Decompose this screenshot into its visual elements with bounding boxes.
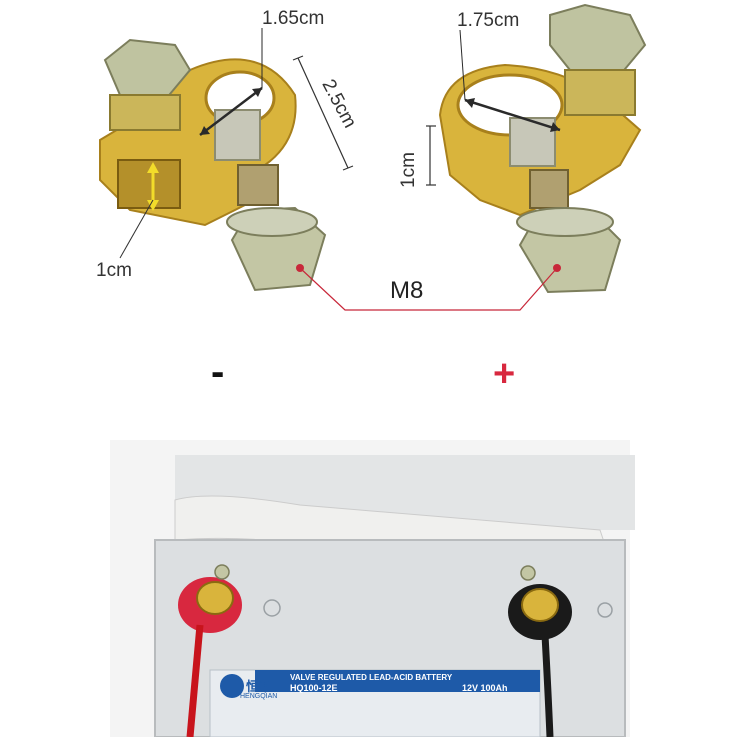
- battery-brand-en: HENGQIAN: [240, 693, 278, 700]
- negative-hole-diameter-label: 1.65cm: [262, 8, 325, 29]
- measurement-lines: [119, 28, 561, 311]
- battery-brand-cn: 恒千: [246, 679, 273, 694]
- battery-rating: 12V 100Ah: [462, 683, 508, 693]
- battery-type-text: VALVE REGULATED LEAD-ACID BATTERY: [290, 673, 453, 682]
- battery: [110, 440, 635, 737]
- bolt-size-label: M8: [390, 277, 424, 304]
- minus-sign: -: [211, 350, 225, 394]
- battery-model: HQ100-12E: [290, 683, 338, 693]
- negative-slot-height-label: 1cm: [96, 260, 132, 281]
- positive-height-label: 1cm: [398, 152, 419, 188]
- positive-terminal: [438, 3, 647, 294]
- plus-sign: +: [493, 353, 516, 395]
- positive-hole-diameter-label: 1.75cm: [457, 10, 520, 31]
- negative-terminal: [99, 38, 327, 292]
